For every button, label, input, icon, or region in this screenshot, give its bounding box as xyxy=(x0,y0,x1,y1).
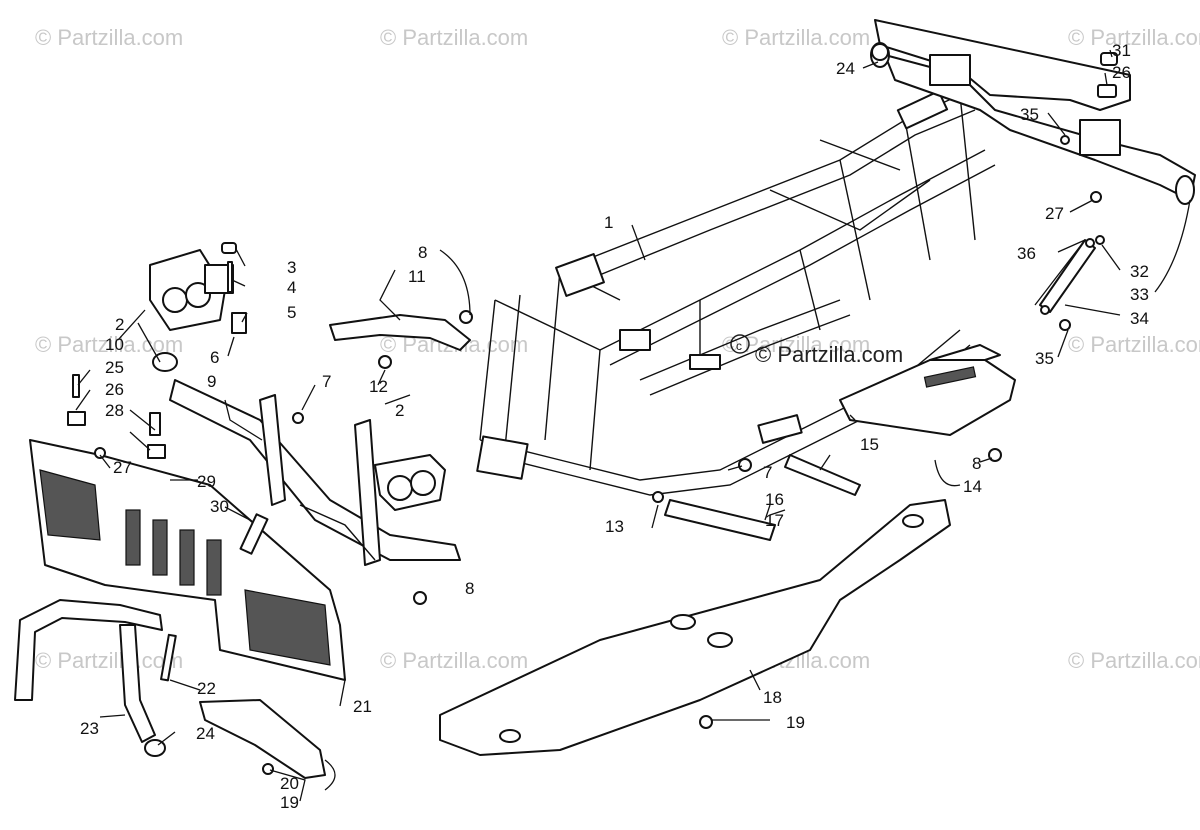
leader-lines xyxy=(75,49,1191,802)
callout-label: 30 xyxy=(210,497,229,516)
callout-label: 36 xyxy=(1017,244,1036,263)
callout-label: 28 xyxy=(105,401,124,420)
main-frame xyxy=(476,90,996,496)
headlight-right xyxy=(374,454,446,511)
callout-label: 9 xyxy=(207,372,216,391)
callout-label: 19 xyxy=(786,713,805,732)
callout-label: 26 xyxy=(1112,63,1131,82)
callout-label: 1 xyxy=(604,213,613,232)
watermark-text: © Partzilla.com xyxy=(1068,332,1200,357)
callout-label: 25 xyxy=(105,358,124,377)
callout-label: 21 xyxy=(353,697,372,716)
callout-label: 27 xyxy=(1045,204,1064,223)
hardware xyxy=(67,43,1118,775)
callout-label: 31 xyxy=(1112,41,1131,60)
lower-bars xyxy=(664,454,861,541)
watermark-layer: © Partzilla.com © Partzilla.com © Partzill… xyxy=(35,25,1200,673)
callout-label: 14 xyxy=(963,477,982,496)
callout-label: 15 xyxy=(860,435,879,454)
watermark-text: © Partzilla.com xyxy=(380,25,528,50)
headlight-bracket xyxy=(329,314,471,351)
front-grille xyxy=(29,439,346,681)
callout-label: 24 xyxy=(836,59,855,78)
callout-label: 12 xyxy=(369,377,388,396)
headlight-left xyxy=(149,249,234,331)
callout-label: 11 xyxy=(408,267,426,286)
watermark-text: © Partzilla.com xyxy=(722,25,870,50)
callout-label: 35 xyxy=(1035,349,1054,368)
callout-label: 5 xyxy=(287,303,296,322)
right-footrest xyxy=(839,344,1016,436)
callout-label: 22 xyxy=(197,679,216,698)
watermark-text: © Partzilla.com xyxy=(35,25,183,50)
callout-label: 2 xyxy=(115,315,124,334)
callout-label: 8 xyxy=(465,579,474,598)
watermark-text: © Partzilla.com xyxy=(35,648,183,673)
callout-label: 20 xyxy=(280,774,299,793)
skid-plate xyxy=(439,499,951,756)
callout-label: 18 xyxy=(763,688,782,707)
callout-label: 6 xyxy=(210,348,219,367)
callout-label: 17 xyxy=(765,511,784,530)
callout-label: 34 xyxy=(1130,309,1149,328)
watermark-text: © Partzilla.com xyxy=(35,332,183,357)
callout-label: 29 xyxy=(197,472,216,491)
callout-label: 26 xyxy=(105,380,124,399)
callout-label: 35 xyxy=(1020,105,1039,124)
callout-labels: 1 2 2 3 4 5 6 7 7 8 8 8 9 10 11 12 13 14… xyxy=(80,41,1149,812)
callout-label: 10 xyxy=(105,335,124,354)
rear-strut xyxy=(1039,238,1096,315)
callout-label: 33 xyxy=(1130,285,1149,304)
callout-label: 7 xyxy=(763,463,772,482)
callout-label: 8 xyxy=(972,454,981,473)
front-bumper xyxy=(152,352,461,566)
center-watermark-text: © Partzilla.com xyxy=(755,342,903,367)
front-skid xyxy=(199,699,326,779)
lower-guard xyxy=(14,599,163,743)
callout-label: 7 xyxy=(322,372,331,391)
callout-label: 2 xyxy=(395,401,404,420)
callout-label: 24 xyxy=(196,724,215,743)
callout-label: 23 xyxy=(80,719,99,738)
callout-label: 32 xyxy=(1130,262,1149,281)
callout-label: 3 xyxy=(287,258,296,277)
callout-label: 27 xyxy=(113,458,132,477)
callout-label: 16 xyxy=(765,490,784,509)
watermark-text: © Partzilla.com xyxy=(1068,648,1200,673)
callout-label: 8 xyxy=(418,243,427,262)
svg-text:c: c xyxy=(736,339,742,353)
watermark-text: © Partzilla.com xyxy=(380,648,528,673)
callout-label: 4 xyxy=(287,278,296,297)
center-watermark: c © Partzilla.com xyxy=(730,334,903,367)
rear-rack xyxy=(870,19,1196,205)
watermark-text: © Partzilla.com xyxy=(1068,25,1200,50)
callout-label: 19 xyxy=(280,793,299,812)
callout-label: 13 xyxy=(605,517,624,536)
